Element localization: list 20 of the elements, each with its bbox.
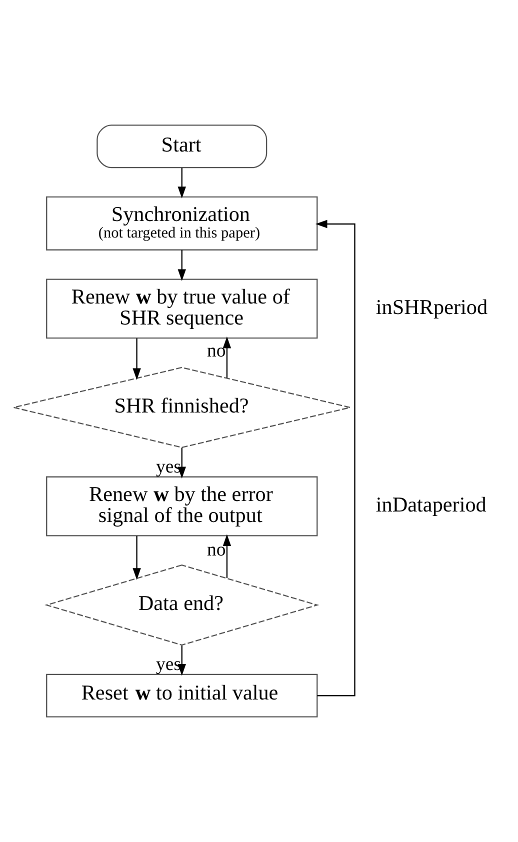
node-box: Reset w to initial value: [46, 674, 318, 718]
edge-label: no: [206, 540, 226, 561]
node-diamond: Data end?: [44, 564, 319, 646]
node-box: Start: [96, 124, 267, 168]
arrow: [314, 220, 355, 696]
label: inSHRperiod: [375, 294, 488, 319]
arrow: [177, 250, 186, 281]
edge-label: no: [206, 340, 226, 362]
arrow: [132, 338, 140, 380]
node-box: Renew w by the error signal of the output: [46, 476, 318, 536]
node-box: Renew w by true value of SHR sequence: [46, 278, 318, 339]
arrow: [222, 336, 231, 378]
arrow: [132, 536, 140, 580]
arrow: [177, 646, 186, 676]
arrow: [177, 168, 186, 198]
arrow: [177, 448, 186, 478]
arrow: [222, 534, 231, 578]
label: inDataperiod: [375, 492, 486, 516]
node-box: Synchronization (not targeted in this paper): [46, 196, 318, 250]
edge-label: yes: [156, 654, 181, 676]
